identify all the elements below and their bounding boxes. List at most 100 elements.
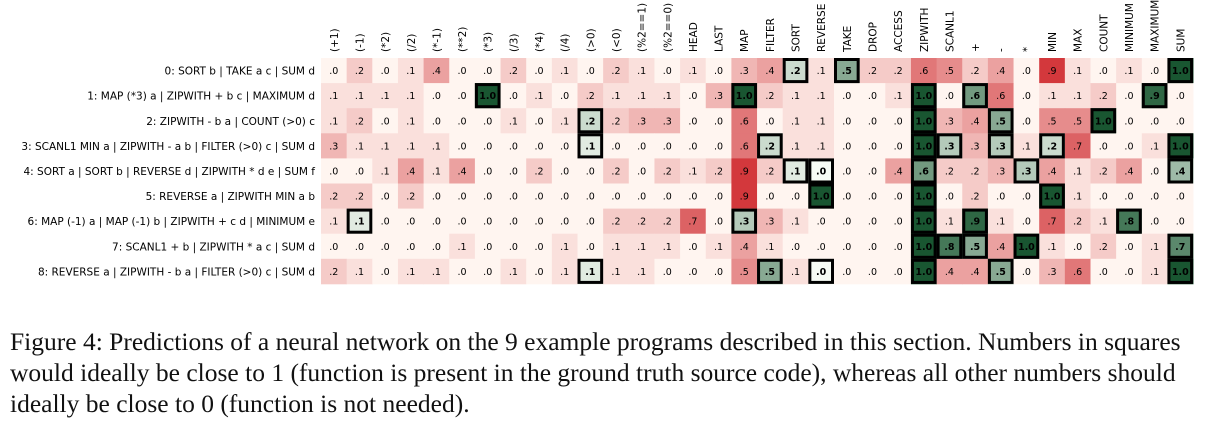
column-header: TAKE	[842, 26, 854, 53]
heatmap-cell	[808, 233, 835, 260]
ground-truth-box	[910, 258, 937, 284]
cell-value: .0	[868, 192, 877, 203]
cell-value: .0	[894, 116, 903, 127]
cell-value: .0	[1022, 66, 1031, 77]
ground-truth-box	[910, 108, 937, 134]
ground-truth-box	[834, 58, 860, 84]
row-label: 8: REVERSE a | ZIPWITH - b a | FILTER (>…	[38, 266, 315, 278]
heatmap-cell	[577, 208, 604, 235]
ground-truth-box	[1167, 58, 1194, 84]
cell-value: .2	[355, 192, 364, 203]
cell-value: .0	[586, 192, 595, 203]
heatmap-cell	[757, 258, 784, 285]
ground-truth-box	[577, 258, 604, 284]
column-header: DROP	[867, 22, 879, 52]
heatmap-cell	[757, 133, 784, 159]
cell-value: .2	[714, 166, 723, 177]
heatmap-cell	[628, 108, 655, 134]
ground-truth-box	[346, 208, 373, 234]
ground-truth-box	[962, 83, 988, 109]
heatmap-cell	[782, 183, 809, 209]
cell-value: .0	[945, 91, 954, 102]
heatmap-cell	[628, 83, 655, 109]
heatmap-cell	[987, 208, 1014, 235]
ground-truth-box	[577, 108, 604, 134]
cell-value: .1	[894, 91, 903, 102]
heatmap-cell	[987, 183, 1014, 209]
cell-value: .0	[765, 192, 774, 203]
heatmap-cell	[397, 133, 424, 159]
heatmap-cell	[1116, 58, 1143, 84]
cell-value: .2	[611, 116, 620, 127]
heatmap-cell	[808, 58, 835, 84]
heatmap-cell	[834, 258, 861, 285]
heatmap-cell	[551, 208, 578, 235]
cell-value: .0	[560, 217, 569, 228]
column-header: MAP	[739, 29, 751, 52]
heatmap-cell	[808, 133, 835, 159]
cell-value: .0	[868, 116, 877, 127]
heatmap-cell	[1064, 58, 1091, 84]
heatmap-cell	[321, 183, 348, 209]
heatmap-cell	[705, 108, 732, 134]
cell-value: .2	[406, 192, 415, 203]
cell-value: .9	[970, 217, 980, 228]
cell-value: .0	[1176, 192, 1185, 203]
ground-truth-box	[577, 133, 604, 159]
heatmap-cell	[628, 58, 655, 84]
cell-value: 1.0	[1044, 192, 1061, 203]
heatmap-cell	[577, 83, 604, 109]
figure-caption: Figure 4: Predictions of a neural networ…	[10, 327, 1181, 418]
row-label: 7: SCANL1 + b | ZIPWITH * a c | SUM d	[112, 241, 315, 253]
heatmap-cell	[1116, 133, 1143, 159]
cell-value: .1	[791, 217, 800, 228]
heatmap-cell	[577, 233, 604, 260]
heatmap-cell	[1064, 183, 1091, 209]
cell-value: .2	[894, 66, 903, 77]
heatmap-cell	[449, 108, 476, 134]
heatmap-cell	[603, 183, 630, 209]
cell-value: .1	[817, 91, 826, 102]
heatmap-cell	[962, 208, 989, 235]
heatmap-cell	[1013, 158, 1040, 184]
ground-truth-box	[936, 233, 963, 259]
heatmap-cell	[321, 58, 348, 84]
cell-value: .6	[919, 66, 928, 77]
cell-value: .1	[765, 242, 774, 253]
cell-value: .1	[1124, 66, 1133, 77]
heatmap-cell	[321, 233, 348, 260]
cell-value: .0	[509, 141, 518, 152]
cell-value: .0	[1150, 166, 1159, 177]
cell-value: .6	[996, 91, 1005, 102]
cell-value: .0	[1150, 192, 1159, 203]
heatmap-cell	[474, 58, 501, 84]
cell-value: .3	[1047, 267, 1056, 278]
cell-value: .0	[432, 242, 441, 253]
ground-truth-box	[1141, 83, 1168, 109]
heatmap-cell	[423, 133, 450, 159]
heatmap-cell	[526, 83, 553, 109]
cell-value: .2	[1073, 217, 1082, 228]
cell-value: .1	[432, 166, 441, 177]
cell-value: .1	[637, 267, 646, 278]
cell-value: .3	[996, 141, 1006, 152]
heatmap-cell	[1167, 83, 1194, 109]
cell-value: 1.0	[1018, 242, 1035, 253]
ground-truth-box	[1039, 133, 1065, 159]
heatmap-cell	[1039, 258, 1066, 285]
cell-value: .1	[790, 166, 800, 177]
heatmap-cell	[680, 133, 707, 159]
cell-value: .0	[1176, 116, 1185, 127]
heatmap-cell	[808, 83, 835, 109]
heatmap-cell	[936, 83, 963, 109]
cell-value: .1	[381, 166, 390, 177]
heatmap-cell	[603, 133, 630, 159]
heatmap-cell	[731, 58, 758, 84]
cell-value: .0	[842, 116, 851, 127]
heatmap-cell	[705, 58, 732, 84]
heatmap-figure: (+1)(-1)(*2)(/2)(*-1)(**2)(*3)(/3)(*4)(/…	[21, 0, 1194, 285]
cell-value: .2	[611, 66, 620, 77]
heatmap-cell	[1167, 233, 1194, 260]
heatmap-cell	[731, 233, 758, 260]
heatmap-cell	[654, 258, 681, 285]
